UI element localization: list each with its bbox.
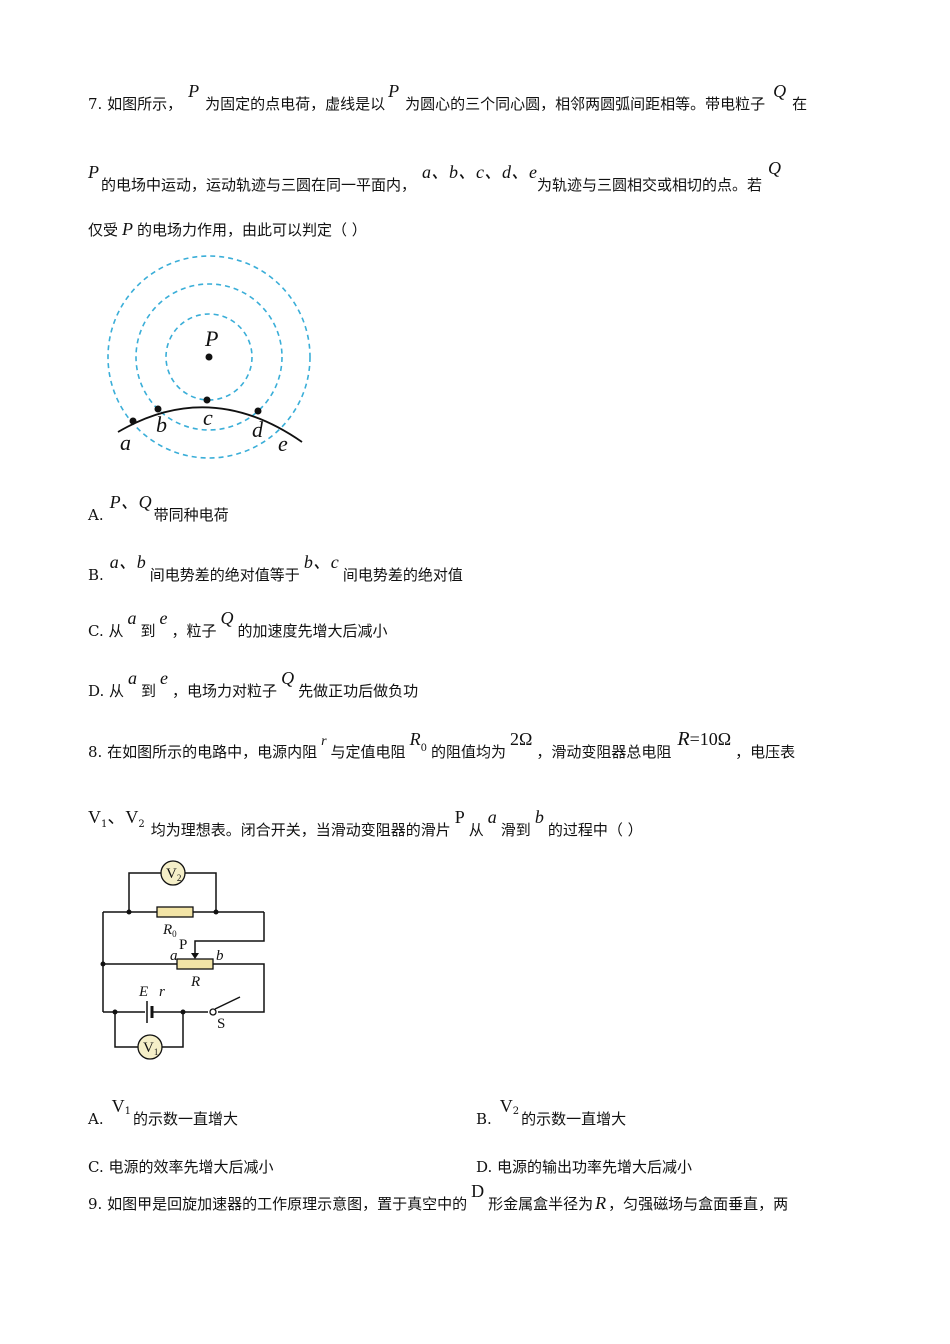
label-V1: V1	[143, 1040, 158, 1057]
junction	[100, 961, 106, 967]
voltmeter-V1	[137, 1034, 163, 1060]
point-b	[154, 405, 162, 413]
q7-stem-line1: 7. 如图所示，P为固定的点电荷，虚线是以P为圆心的三个同心圆，相邻两圆弧间距相…	[88, 81, 808, 113]
label-V2: V2	[166, 866, 181, 883]
point-a	[129, 417, 137, 425]
q8-option-c[interactable]: C. 电源的效率先增大后减小	[88, 1158, 274, 1176]
switch-contact	[209, 1008, 217, 1016]
label-a: a	[170, 948, 178, 964]
label-P: P	[179, 937, 187, 953]
label-P: P	[204, 326, 218, 351]
switch-blade	[214, 996, 241, 1010]
q7-option-b[interactable]: B.a、b间电势差的绝对值等于b、c间电势差的绝对值	[88, 552, 463, 584]
label-d: d	[252, 417, 264, 442]
slider-arrow	[191, 953, 199, 959]
middle-circle	[135, 283, 283, 431]
q7-option-d[interactable]: D. 从a到e，电场力对粒子Q先做正功后做负功	[88, 668, 419, 700]
label-c: c	[203, 405, 213, 430]
label-e: e	[278, 431, 288, 456]
label-S: S	[217, 1016, 225, 1032]
particle-trajectory	[117, 406, 303, 443]
q8-option-d[interactable]: D. 电源的输出功率先增大后减小	[476, 1158, 693, 1176]
wire-to-slider	[194, 912, 265, 955]
q7-option-c[interactable]: C. 从a到e，粒子Q的加速度先增大后减小	[88, 608, 388, 640]
label-b: b	[156, 412, 167, 437]
point-d	[254, 407, 262, 415]
junction	[180, 1009, 186, 1015]
point-c	[203, 396, 211, 404]
q7-option-a[interactable]: A.P、Q带同种电荷	[88, 492, 229, 524]
label-b: b	[216, 948, 224, 964]
resistor-R0	[156, 906, 194, 918]
wire-r-right	[213, 963, 265, 1013]
label-R: R	[190, 974, 200, 990]
label-E: E	[138, 984, 148, 1000]
outer-circle	[107, 255, 311, 459]
resistor-R	[176, 958, 214, 970]
label-R0: R0	[162, 922, 177, 939]
label-r: r	[159, 984, 165, 1000]
point-P	[205, 353, 213, 361]
label-a: a	[120, 430, 131, 455]
junction	[112, 1009, 118, 1015]
junction	[213, 909, 219, 915]
q7-stem-line2: P的电场中运动，运动轨迹与三圆在同一平面内，a、b、c、d、e为轨迹与三圆相交或…	[88, 158, 782, 194]
voltmeter-V2	[160, 860, 186, 886]
q8-circuit-figure: V2 R0 P a b R E r S V1	[100, 860, 265, 1060]
junction	[126, 909, 132, 915]
q7-field-figure: P a b c d e	[107, 255, 311, 459]
